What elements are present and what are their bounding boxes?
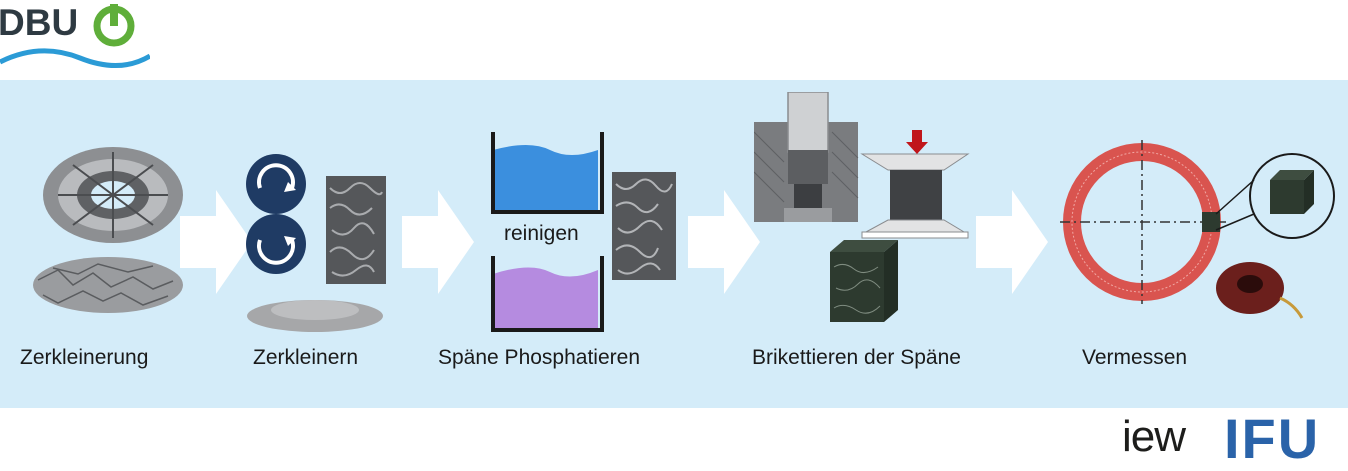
ifu-logo-text: IFU (1224, 407, 1321, 470)
step-label-4: Brikettieren der Späne (752, 346, 961, 369)
motor-scrap-image (33, 147, 183, 313)
flow-arrow-2 (402, 190, 474, 294)
flow-arrow-1 (180, 190, 252, 294)
step-label-2: Zerkleinern (253, 346, 359, 369)
stage-1-motor-scrap (18, 140, 188, 320)
dbu-logo-mark (0, 4, 150, 69)
iew-logo-text: iew (1122, 412, 1186, 461)
step-label-5: Vermessen (1082, 346, 1188, 369)
stage-2-crusher (240, 148, 400, 338)
stage-5-toroid (1056, 140, 1348, 330)
crusher-image (246, 154, 386, 332)
iew-ifu-logo: iew IFU (1116, 407, 1348, 470)
step-label-3: Späne Phosphatieren (438, 346, 640, 369)
dbu-logo: DBU (0, 0, 150, 74)
dbu-logo-text: DBU (0, 2, 79, 43)
tank-label-reinigen: reinigen (504, 222, 579, 245)
stage-3-tanks (490, 132, 690, 340)
stage-4-press (753, 91, 972, 328)
flow-arrow-3 (688, 190, 760, 294)
step-label-1: Zerkleinerung (20, 346, 149, 369)
flow-arrow-4 (976, 190, 1048, 294)
toroid-image (1060, 140, 1335, 319)
press-image (753, 91, 970, 322)
tanks-image (491, 132, 676, 332)
